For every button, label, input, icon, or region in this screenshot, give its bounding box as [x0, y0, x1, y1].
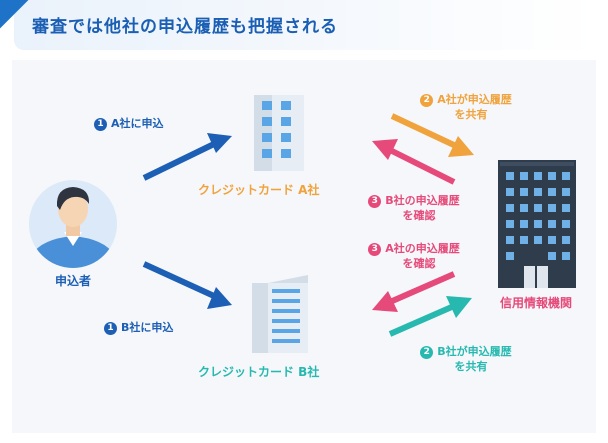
header-band [14, 0, 596, 50]
flow-share-a-line2: を共有 [454, 108, 488, 121]
arrow-share-b [388, 296, 472, 337]
company-b-label: クレジットカード B社 [198, 365, 320, 379]
arrow-apply-b [142, 261, 232, 309]
step-number-badge: 1 [94, 118, 107, 131]
credit-bureau-building-icon [498, 160, 576, 288]
company-a-building-icon [254, 95, 304, 171]
flow-check-a-line1: A社の申込履歴 [385, 242, 460, 255]
step-number-badge: 3 [368, 243, 382, 256]
flow-share-b-line1: B社が申込履歴 [437, 345, 512, 358]
company-b-building-icon [252, 275, 308, 353]
flow-apply-b-label: 1 B社に申込 [104, 319, 173, 335]
flow-apply-b-text: B社に申込 [121, 321, 174, 334]
arrow-check-b [372, 139, 456, 185]
page-title: 審査では他社の申込履歴も把握される [32, 17, 338, 37]
flow-share-a-line1: A社が申込履歴 [437, 93, 512, 106]
applicant-avatar-icon [29, 180, 117, 268]
flow-check-b-line2: を確認 [402, 209, 436, 222]
step-number-badge: 3 [368, 195, 382, 208]
flow-share-b-line2: を共有 [454, 360, 488, 373]
step-number-badge: 1 [104, 322, 117, 335]
flow-check-a-line2: を確認 [402, 257, 436, 270]
credit-bureau-label: 信用情報機関 [500, 296, 573, 310]
step-number-badge: 2 [420, 94, 434, 107]
applicant-label: 申込者 [54, 274, 91, 288]
arrow-check-a [372, 271, 456, 312]
flow-check-b-line1: B社の申込履歴 [385, 194, 460, 207]
header: 審査では他社の申込履歴も把握される [0, 0, 608, 56]
step-number-badge: 2 [420, 346, 434, 359]
flow-apply-a-text: A社に申込 [111, 117, 164, 130]
header-accent [0, 0, 32, 48]
arrow-apply-a [142, 133, 232, 181]
arrow-share-a [390, 113, 474, 157]
flow-apply-a-label: 1 A社に申込 [94, 115, 164, 131]
company-a-label: クレジットカード A社 [198, 183, 320, 197]
